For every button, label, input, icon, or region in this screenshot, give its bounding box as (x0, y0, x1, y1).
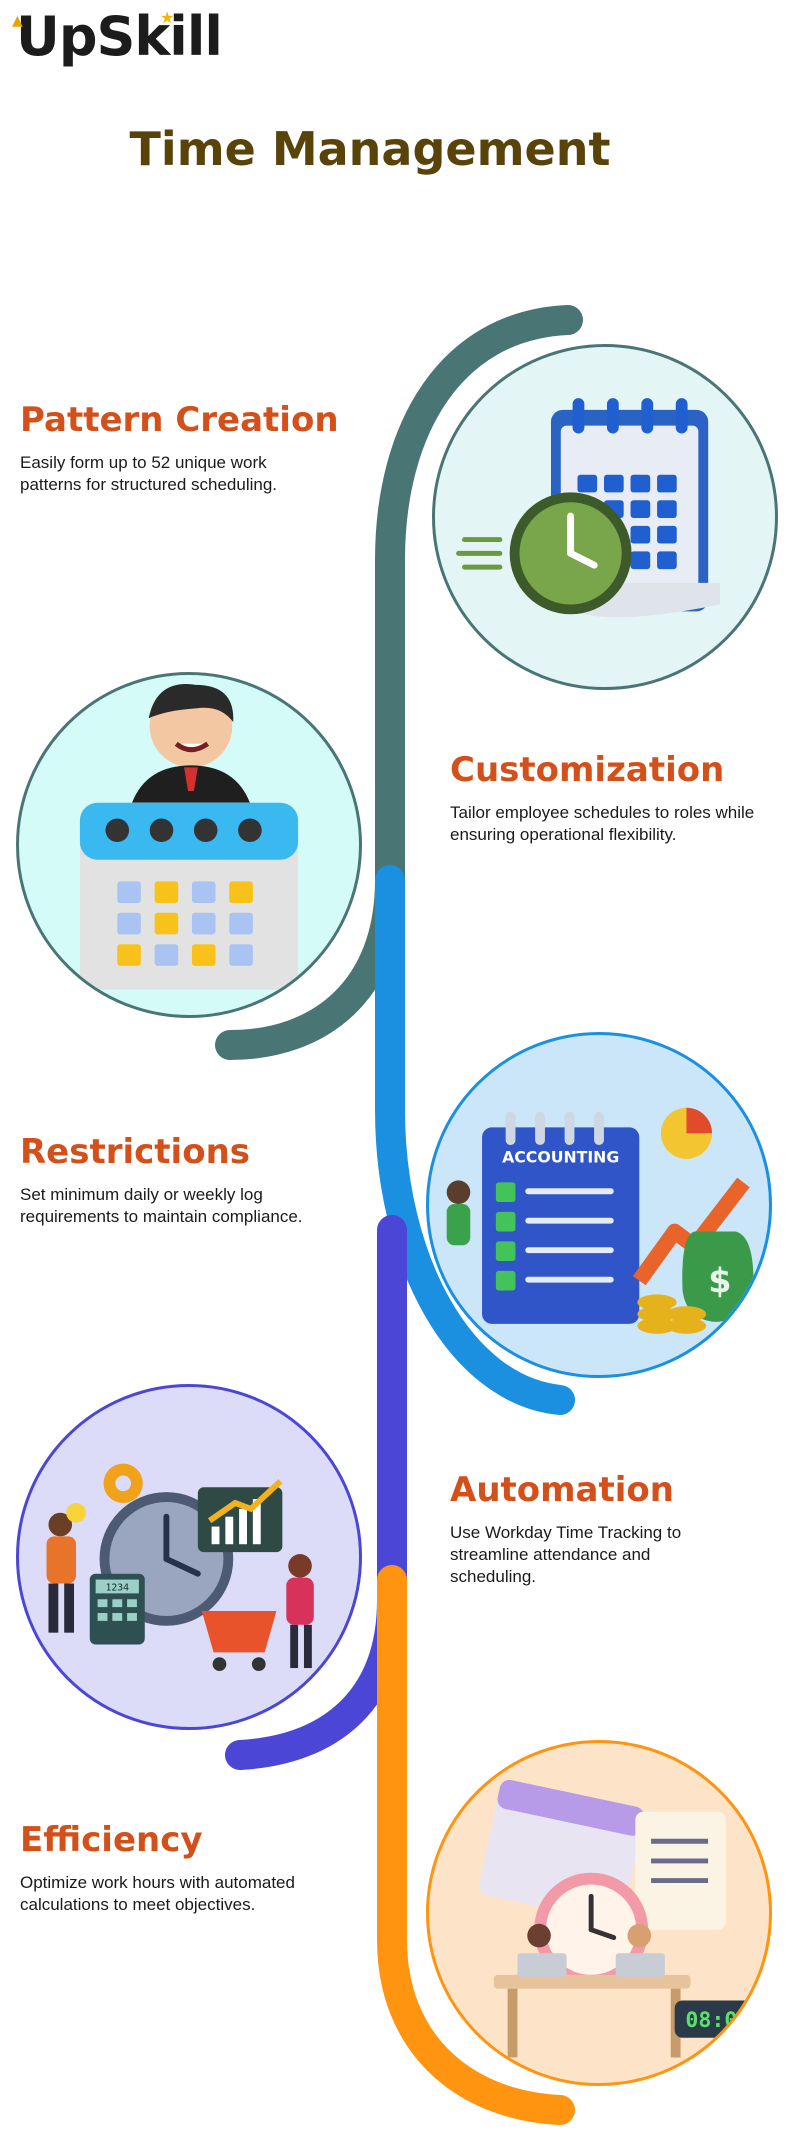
star-icon: ★ (160, 8, 174, 27)
section-desc-pattern-creation: Easily form up to 52 unique work pattern… (20, 453, 278, 494)
section-desc-customization: Tailor employee schedules to roles while… (450, 803, 755, 844)
section-heading-automation: Automation (450, 1470, 674, 1510)
section-desc-automation: Use Workday Time Tracking to streamline … (450, 1523, 682, 1586)
calendar-clock-icon (456, 398, 720, 618)
section-heading-efficiency: Efficiency (20, 1820, 203, 1860)
svg-text:$: $ (708, 1261, 731, 1300)
section-desc-restrictions: Set minimum daily or weekly log requirem… (20, 1185, 303, 1226)
businessman-calendar-icon (79, 684, 299, 990)
page-title: Time Management (129, 122, 611, 176)
automation-clock-icon: 1234 (46, 1463, 314, 1671)
illustration-pattern-creation (432, 344, 778, 690)
logo-text: UpSkill (16, 5, 223, 68)
section-heading-pattern-creation: Pattern Creation (20, 400, 339, 440)
illustration-customization (16, 672, 362, 1018)
timeline-segment-1 (215, 305, 583, 1060)
upskill-logo[interactable]: UpSkill ★ ▲ (12, 8, 223, 64)
timeline-segment-2 (375, 865, 575, 1415)
graduation-cap-icon: ▲ (12, 13, 23, 29)
accounting-label: ACCOUNTING (502, 1148, 619, 1167)
section-desc-efficiency: Optimize work hours with automated calcu… (20, 1873, 295, 1914)
calculator-display: 1234 (105, 1582, 129, 1593)
illustration-restrictions: ACCOUNTING $ (426, 1032, 772, 1378)
section-heading-restrictions: Restrictions (20, 1132, 251, 1172)
section-heading-customization: Customization (450, 750, 725, 790)
accounting-notebook-icon: ACCOUNTING $ (446, 1107, 754, 1334)
timeline-segment-4 (377, 1565, 575, 2125)
work-desk-clock-icon: 08:00 (479, 1779, 762, 2058)
illustration-efficiency: 08:00 (426, 1740, 772, 2086)
illustration-automation: 1234 (16, 1384, 362, 1730)
